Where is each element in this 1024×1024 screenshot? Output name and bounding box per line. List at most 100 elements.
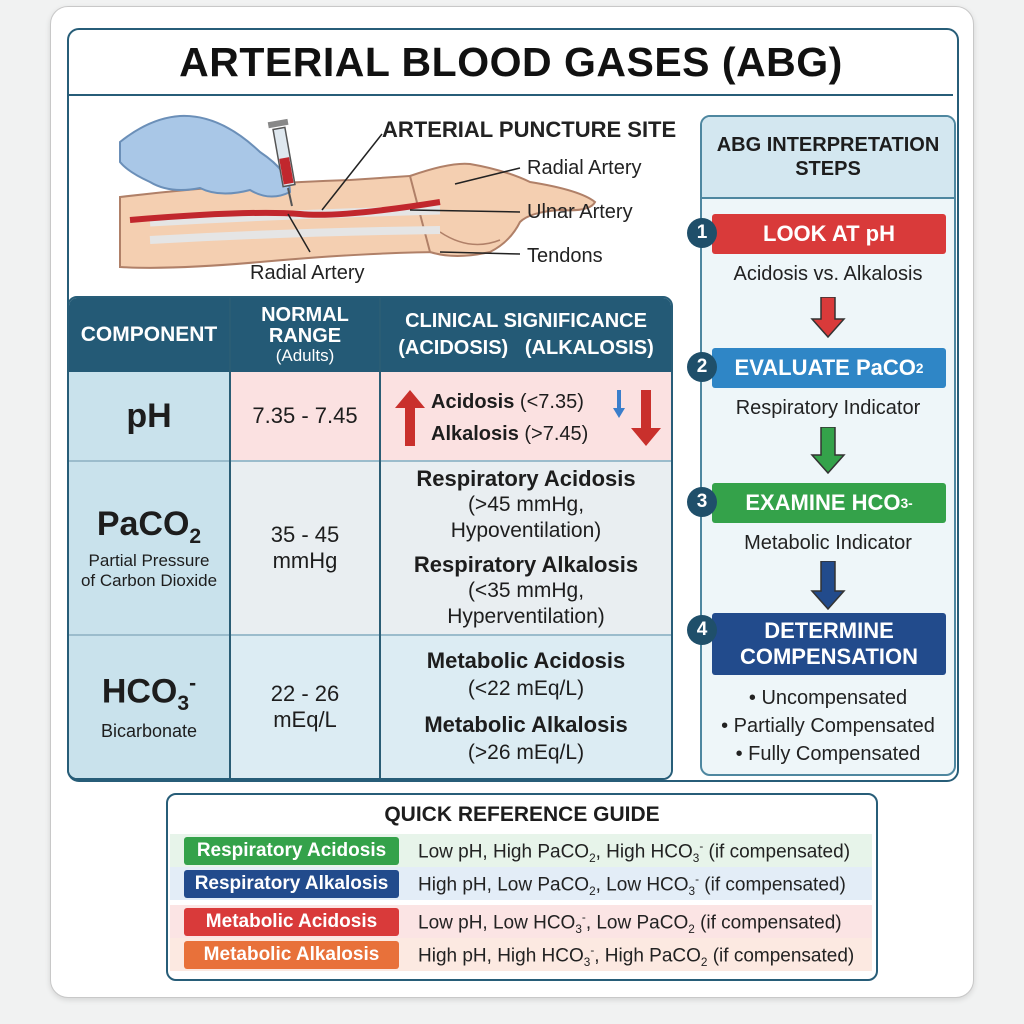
ph-alkalosis-value: (>7.45)	[524, 423, 589, 445]
abg-table: COMPONENT NORMAL RANGE (Adults) CLINICAL…	[67, 296, 673, 780]
qr-r0-s1: 2	[589, 852, 596, 866]
arrow-down-icon-2	[810, 427, 846, 475]
step-2-sub: 2	[915, 360, 924, 376]
paco2-range-line1: 35 - 45	[270, 522, 340, 547]
qr-row-respiratory-acidosis: Respiratory Acidosis Low pH, High PaCO2,…	[170, 834, 872, 867]
ph-significance-text: Acidosis (<7.35) Alkalosis (>7.45)	[431, 386, 588, 450]
ph-acidosis-value: (<7.35)	[519, 391, 584, 413]
qr-r3-d3: (if compensated)	[707, 945, 855, 967]
step-4-bullet-2: • Partially Compensated	[721, 715, 935, 737]
leader-radial	[454, 167, 521, 185]
qr-row-metabolic-acidosis: Metabolic Acidosis Low pH, Low HCO3-, Lo…	[170, 905, 872, 938]
qr-pill-metabolic-acidosis: Metabolic Acidosis	[184, 908, 399, 936]
qr-r2-p1: -	[581, 911, 586, 924]
hco3-name-sub: 3	[177, 692, 190, 716]
qr-r2-d3: (if compensated)	[694, 912, 842, 934]
qr-r1-d2: , Low HCO	[595, 874, 689, 896]
leader-tendons	[439, 251, 521, 255]
hco3-range-line1: 22 - 26	[270, 681, 340, 706]
qr-r2-d2: , Low PaCO	[585, 912, 689, 934]
hco3-range-line2: mEq/L	[273, 707, 337, 732]
header-clinical-significance: CLINICAL SIGNIFICANCE (ACIDOSIS) (ALKALO…	[381, 298, 671, 372]
step-2-desc: Respiratory Indicator	[735, 397, 921, 419]
col-divider-2	[379, 298, 381, 778]
paco2-name-sub: 2	[189, 524, 202, 548]
steps-heading-line1: ABG INTERPRETATION	[716, 134, 940, 156]
qr-desc-metabolic-alkalosis: High pH, High HCO3-, High PaCO2 (if comp…	[418, 944, 854, 969]
thumb-line	[439, 231, 501, 246]
qr-desc-respiratory-alkalosis: High pH, Low PaCO2, Low HCO3- (if compen…	[418, 873, 846, 898]
step-4-bar: DETERMINE COMPENSATION	[712, 613, 946, 675]
paco2-sig1-line2: Hypoventilation)	[450, 519, 602, 542]
leader-radial-bottom	[287, 213, 311, 253]
header-component: COMPONENT	[69, 298, 229, 372]
paco2-sig1-title: Respiratory Acidosis	[416, 466, 636, 491]
step-4-number: 4	[687, 615, 717, 645]
header-normal-range: NORMAL RANGE (Adults)	[231, 298, 379, 372]
qr-r0-p2: -	[699, 840, 704, 853]
hco3-component-cell: HCO3- Bicarbonate	[69, 636, 229, 778]
qr-r1-s2: 3	[688, 885, 696, 899]
hco3-desc: Bicarbonate	[100, 720, 198, 741]
tendon-2	[149, 226, 441, 244]
gloved-hand	[119, 114, 292, 198]
paco2-significance-cell: Respiratory Acidosis (>45 mmHg, Hypovent…	[381, 462, 671, 634]
hco3-sig1-title: Metabolic Acidosis	[426, 648, 626, 673]
step-4-bullets: • Uncompensated • Partially Compensated …	[702, 684, 954, 768]
hco3-name-sup: -	[189, 672, 197, 696]
step-2-number: 2	[687, 352, 717, 382]
paco2-sig2-title: Respiratory Alkalosis	[413, 552, 639, 577]
qr-row-metabolic-alkalosis: Metabolic Alkalosis High pH, High HCO3-,…	[170, 938, 872, 971]
qr-r3-d2: , High PaCO	[594, 945, 701, 967]
paco2-component-cell: PaCO2 Partial Pressure of Carbon Dioxide	[69, 462, 229, 634]
qr-r1-d3: (if compensated)	[699, 874, 846, 896]
syringe-needle	[287, 187, 293, 207]
qr-r2-d1: Low pH, Low HCO	[418, 912, 576, 934]
paco2-name: PaCO2	[97, 505, 201, 549]
hco3-significance-cell: Metabolic Acidosis (<22 mEq/L) Metabolic…	[381, 636, 671, 778]
header-range-line3: (Adults)	[275, 346, 335, 366]
hco3-sig1-line1: (<22 mEq/L)	[467, 677, 585, 700]
step-3-sup: -	[908, 495, 913, 511]
hco3-name: HCO3-	[102, 672, 196, 716]
hand-shape	[408, 162, 597, 257]
header-component-text: COMPONENT	[80, 322, 218, 346]
leader-puncture	[321, 133, 383, 211]
qr-pill-metabolic-alkalosis: Metabolic Alkalosis	[184, 941, 399, 969]
paco2-range-line2: mmHg	[272, 548, 338, 573]
step-3-desc: Metabolic Indicator	[744, 532, 912, 554]
label-radial-artery: Radial Artery	[527, 157, 642, 179]
step-4-label-line2: COMPENSATION	[739, 644, 919, 669]
step-1-number: 1	[687, 218, 717, 248]
step-1-bar: LOOK AT pH	[712, 214, 946, 254]
hco3-range-cell: 22 - 26 mEq/L	[231, 636, 379, 778]
arrow-down-icon-3	[810, 561, 846, 611]
qr-desc-respiratory-acidosis: Low pH, High PaCO2, High HCO3- (if compe…	[418, 840, 850, 865]
qr-desc-metabolic-acidosis: Low pH, Low HCO3-, Low PaCO2 (if compens…	[418, 911, 842, 936]
qr-r0-d2: , High HCO	[595, 841, 693, 863]
arrow-up-red-icon	[395, 390, 425, 446]
paco2-desc-line1: Partial Pressure	[88, 550, 210, 570]
col-divider-1	[229, 298, 231, 778]
ph-significance-cell: Acidosis (<7.35) Alkalosis (>7.45)	[381, 372, 671, 460]
hco3-sig2-line1: (>26 mEq/L)	[467, 741, 585, 764]
step-1-desc: Acidosis vs. Alkalosis	[733, 263, 923, 285]
radial-artery-line	[129, 199, 441, 223]
arm-illustration	[110, 102, 680, 292]
ph-name: pH	[126, 396, 172, 435]
qr-r1-s1: 2	[589, 885, 596, 899]
step-4-label-line1: DETERMINE	[764, 618, 894, 643]
interpretation-steps-panel: ABG INTERPRETATION STEPS LOOK AT pH 1 Ac…	[687, 115, 956, 776]
qr-r3-s2: 2	[700, 956, 708, 970]
hco3-name-text: HCO	[101, 672, 178, 711]
qr-r0-d3: (if compensated)	[703, 841, 851, 863]
paco2-range-cell: 35 - 45 mmHg	[231, 462, 379, 634]
header-range-line2: RANGE	[268, 325, 342, 348]
step-2-label: EVALUATE PaCO	[734, 355, 916, 380]
hco3-sig2-title: Metabolic Alkalosis	[424, 712, 628, 737]
paco2-sig2-line2: Hyperventilation)	[447, 605, 605, 628]
header-range-line1: NORMAL	[261, 304, 349, 327]
step-3-label: EXAMINE HCO	[745, 490, 901, 515]
qr-r3-p1: -	[590, 944, 595, 957]
